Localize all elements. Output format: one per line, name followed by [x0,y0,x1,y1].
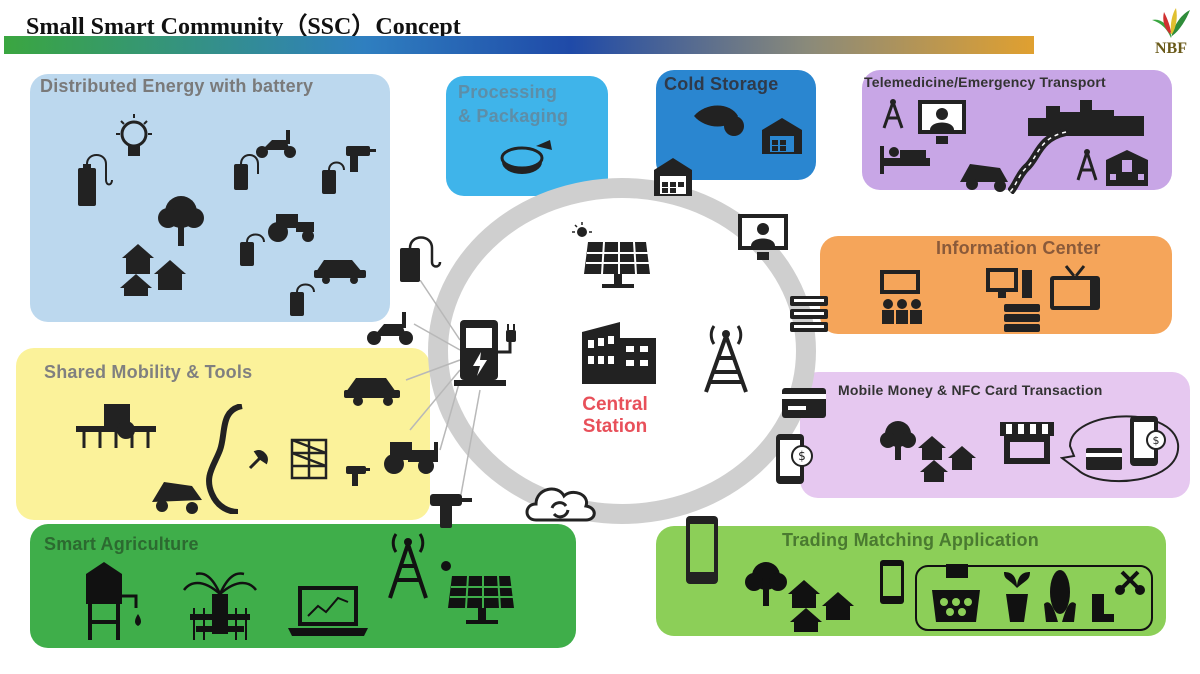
doctor-screen-icon [918,100,966,144]
label-smart-agriculture: Smart Agriculture [44,534,199,554]
svg-text:$: $ [1153,434,1160,447]
panel-processing [446,76,608,196]
fish-icon [694,105,744,136]
scooter-icon [256,130,296,158]
tree-icon [745,562,787,606]
tv-icon [1050,265,1100,310]
nbf-logo: NBF [1148,4,1194,64]
nfc-transaction-bubble: $ [1060,415,1180,483]
drill-icon [346,146,376,172]
vegetables-icon [932,564,980,622]
title-gradient-bar [4,36,1034,54]
laptop-chart-icon [288,586,368,636]
antenna-icon [704,325,748,393]
charging-station-icon [454,320,516,386]
car-icon [314,260,366,284]
panel-mobile-money [800,372,1190,498]
water-tower-icon [86,562,141,640]
panel-trading-matching [656,526,1166,636]
label-mobile-money: Mobile Money & NFC Card Transaction [838,382,1103,398]
battery-icon [240,233,265,266]
antenna-icon [388,533,428,599]
seedling-pot-icon [1004,572,1030,622]
warehouse-icon [762,118,802,154]
battery-icon [322,161,345,194]
label-processing: Processing & Packaging [458,80,568,128]
scaffold-icon [290,438,328,480]
battery-icon [290,283,315,316]
central-station-label: Central Station [560,394,670,438]
tractor-icon [76,404,156,448]
battery-icon [400,236,442,282]
battery-icon [234,154,259,190]
building-icon [582,322,656,384]
page-title: Small Smart Community（SSC）Concept [26,14,461,40]
label-distributed-energy: Distributed Energy with battery [40,76,314,96]
phone-icon [686,516,718,584]
phone-icon: $ [776,434,813,484]
warehouse-icon [654,158,692,196]
hospital-icon [1106,150,1148,186]
label-trading-matching: Trading Matching Application [782,530,1039,550]
logo-text: NBF [1155,40,1187,57]
phone-icon [880,560,904,604]
antenna-icon [882,99,904,129]
books-icon [790,296,828,332]
battery-icon [78,154,113,206]
tractor-icon [268,214,314,242]
car-icon [152,482,202,514]
houses-icon [120,244,186,296]
irrigation-icon [183,572,257,640]
houses-icon [918,436,976,482]
cloud-sync-icon [525,487,596,522]
antenna-icon [1076,149,1098,181]
drill-icon [346,466,370,486]
excavator-icon [384,442,438,474]
trade-goods-frame [915,565,1153,631]
corn-icon [1044,570,1076,622]
computer-icon [986,268,1032,298]
ambulance-icon [960,164,1008,192]
tools-icon [248,450,268,470]
road-icon [206,404,243,514]
boots-tools-icon [1092,570,1145,622]
label-telemedicine: Telemedicine/Emergency Transport [864,74,1106,90]
svg-text:$: $ [798,449,806,463]
shop-icon [1000,422,1054,464]
tree-icon [880,421,916,460]
tree-icon [158,196,204,246]
label-processing-text: Processing & Packaging [458,82,569,126]
lightbulb-icon [116,114,152,156]
solar-panel-icon [441,561,514,624]
card-icon [782,388,826,418]
container-icon [500,140,552,174]
label-information-center: Information Center [936,238,1101,258]
solar-panel-icon [572,222,650,288]
road-icon [1008,128,1068,194]
city-icon [1028,100,1144,136]
label-shared-mobility: Shared Mobility & Tools [44,362,253,382]
connector-lines [405,280,481,501]
classroom-icon [880,270,922,324]
label-cold-storage: Cold Storage [664,74,779,94]
central-station-text: Central Station [582,394,648,437]
doctor-screen-icon [738,214,788,260]
bed-patient-icon [880,146,930,174]
houses-icon [788,580,854,632]
drill-icon [430,494,472,528]
car-icon [344,378,400,406]
books-icon [1004,304,1040,332]
scooter-icon [367,312,413,345]
